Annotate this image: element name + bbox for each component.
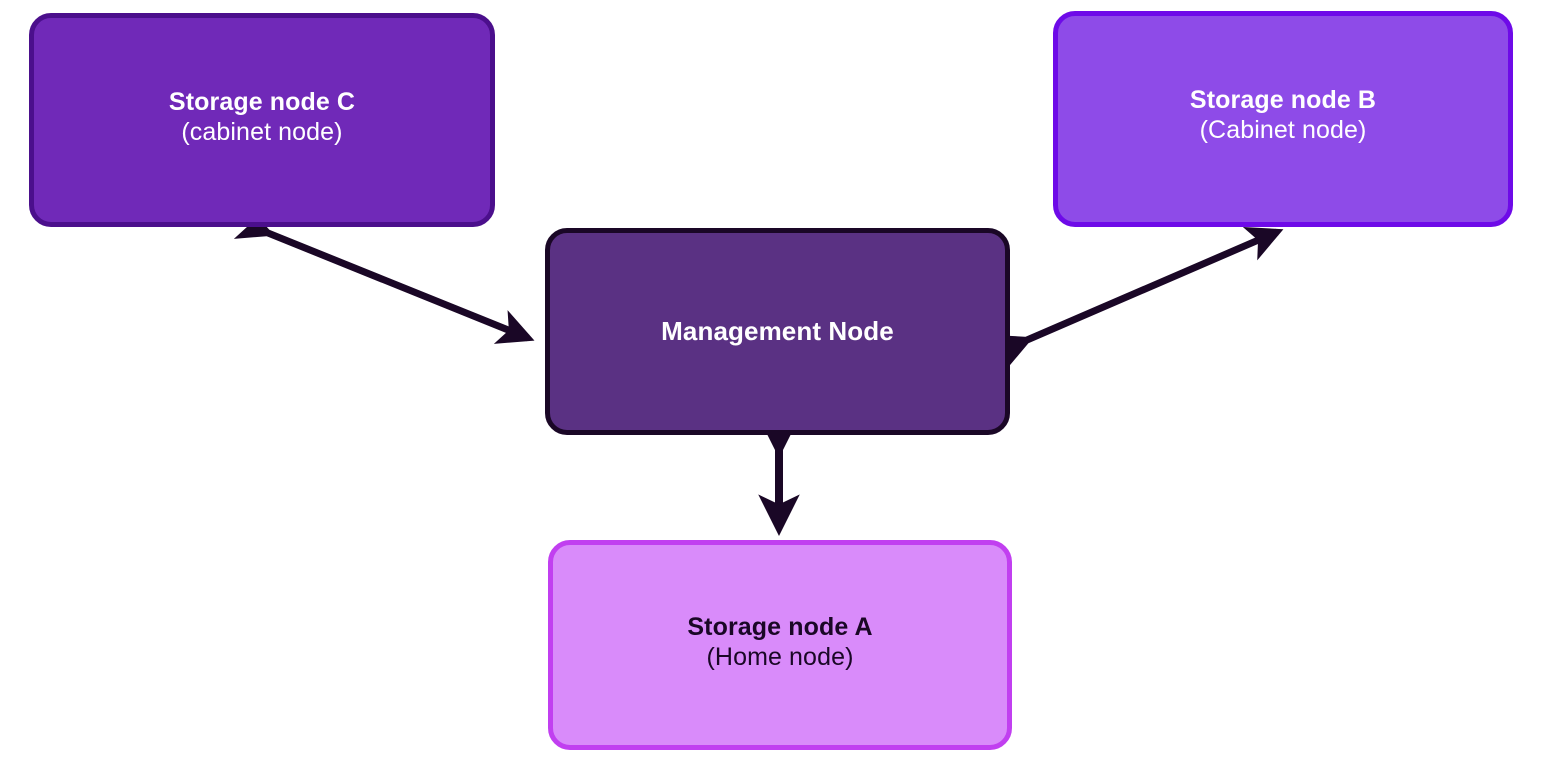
storage-node-a-title: Storage node A <box>687 613 873 641</box>
storage-node-b-title: Storage node B <box>1189 86 1377 114</box>
storage-node-c-subtitle: (cabinet node) <box>181 117 343 146</box>
storage-node-c-title: Storage node C <box>168 88 356 116</box>
connector-c-management <box>233 205 535 344</box>
storage-node-a-subtitle: (Home node) <box>706 642 854 671</box>
storage-node-c[interactable]: Storage node C (cabinet node) <box>29 13 495 227</box>
management-node[interactable]: Management Node <box>545 228 1010 435</box>
connector-management-b <box>992 226 1284 369</box>
storage-node-b[interactable]: Storage node B (Cabinet node) <box>1053 11 1513 227</box>
management-node-title: Management Node <box>661 316 894 347</box>
storage-node-b-subtitle: (Cabinet node) <box>1199 115 1367 144</box>
storage-node-a[interactable]: Storage node A (Home node) <box>548 540 1012 750</box>
